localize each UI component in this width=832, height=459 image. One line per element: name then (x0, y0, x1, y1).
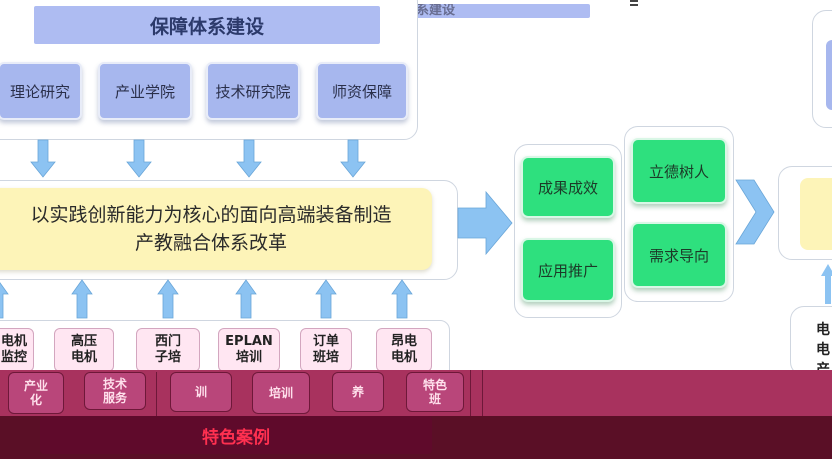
band-item-cultivate: 养 (332, 372, 384, 412)
guarantee-item-theory: 理论研究 (0, 62, 82, 120)
guarantee-title-text: 保障体系建设 (149, 15, 264, 38)
band-line: 技术 (102, 377, 127, 391)
right-column-char: 电 (816, 322, 830, 338)
result-moral-education: 立德树人 (631, 138, 727, 204)
guarantee-item-tech-institute: 技术研究院 (206, 62, 300, 120)
band-line: 培训 (268, 386, 293, 400)
result-promotion: 应用推广 (521, 238, 615, 302)
guarantee-item-label: 产业学院 (114, 82, 175, 101)
down-arrow-icon (340, 139, 366, 178)
down-arrow-icon (30, 139, 56, 178)
band-divider (482, 370, 483, 416)
up-arrow-icon (71, 279, 93, 319)
result-achievement: 成果成效 (521, 156, 615, 218)
right-up-arrow (821, 264, 832, 304)
core-line-1: 以实践创新能力为核心的面向高端装备制造 (30, 204, 392, 226)
band-item-tech-service: 技术 服务 (84, 372, 146, 410)
guarantee-item-faculty: 师资保障 (316, 62, 408, 120)
case-item-hv-motor: 高压 电机 (54, 328, 114, 372)
up-arrow-icon (821, 264, 832, 304)
up-arrow-icon (315, 279, 337, 319)
case-line: 监控 (0, 350, 27, 365)
case-title-text: 特色案例 (202, 427, 270, 448)
down-arrow-icon (236, 139, 262, 178)
band-line: 班 (428, 392, 441, 406)
right-panel-bottom (790, 306, 832, 376)
band-line: 特色 (422, 378, 447, 392)
result-label: 成果成效 (537, 178, 598, 197)
case-line: 电机 (390, 350, 417, 365)
up-arrow-icon (157, 279, 179, 319)
case-item-siemens: 西门 子培 (136, 328, 200, 372)
guarantee-item-industry-college: 产业学院 (98, 62, 192, 120)
up-arrow-icon (235, 279, 257, 319)
result-demand-oriented: 需求导向 (631, 222, 727, 288)
right-arrow-2 (735, 179, 775, 245)
right-panel-mid-box (800, 178, 832, 250)
band-item-training: 训 (170, 372, 232, 412)
up-arrow-icon (0, 282, 9, 319)
case-item-eplan: EPLAN 培训 (218, 328, 280, 372)
down-arrows (30, 139, 366, 178)
up-arrow-icon (391, 279, 413, 319)
band-divider (470, 370, 471, 416)
band-line: 产业 (23, 379, 48, 393)
case-line: 子培 (154, 350, 181, 365)
band-line: 养 (351, 385, 364, 399)
case-line: 昂电 (390, 334, 417, 349)
top-right-marker (630, 0, 638, 6)
case-item-angdian-motor: 昂电 电机 (376, 328, 432, 372)
result-label: 应用推广 (537, 261, 598, 280)
case-line: 班培 (312, 350, 339, 365)
case-line: 订单 (312, 334, 339, 349)
case-item-order-class: 订单 班培 (300, 328, 352, 372)
case-line: 电机 (0, 334, 27, 349)
band-item-special-class: 特色 班 (406, 372, 464, 412)
right-arrow-icon (457, 190, 513, 256)
guarantee-item-label: 技术研究院 (215, 82, 291, 101)
guarantee-item-label: 师资保障 (331, 82, 392, 101)
right-column-char: 电 (816, 342, 830, 358)
case-line: 电机 (70, 350, 97, 365)
case-title: 特色案例 (40, 416, 432, 454)
case-line: EPLAN (225, 334, 273, 349)
guarantee-item-label: 理论研究 (9, 82, 70, 101)
case-line: 高压 (70, 334, 97, 349)
result-label: 需求导向 (648, 246, 709, 265)
down-arrow-icon (126, 139, 152, 178)
case-item-motor-monitor: 电机 监控 (0, 328, 34, 372)
band-item-eplan-training: 培训 (252, 372, 310, 414)
case-line: 培训 (235, 350, 262, 365)
band-line: 化 (29, 393, 42, 407)
up-arrows (0, 279, 413, 319)
core-reform-box: 以实践创新能力为核心的面向高端装备制造 产教融合体系改革 (0, 188, 432, 270)
chevron-right-icon (735, 179, 775, 245)
band-line: 服务 (102, 391, 127, 405)
band-line: 训 (194, 385, 207, 399)
guarantee-title: 保障体系建设 (34, 6, 380, 44)
right-panel-top-box (826, 40, 832, 110)
result-label: 立德树人 (648, 162, 709, 181)
core-line-2: 产教融合体系改革 (134, 232, 287, 254)
band-item-industrialization: 产业 化 (8, 372, 64, 414)
case-line: 西门 (154, 334, 181, 349)
band-divider (156, 372, 157, 416)
right-arrow-1 (457, 190, 513, 256)
